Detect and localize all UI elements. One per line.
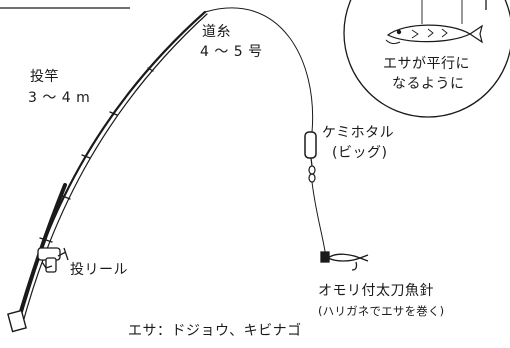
float-size-label: (ビッグ): [332, 145, 388, 161]
float-label: ケミホタル: [322, 125, 395, 141]
inset-line1-label: エサが平行に: [383, 56, 470, 72]
rod-label: 投竿: [30, 69, 59, 85]
rod-length-label: 3 ～ 4 m: [28, 90, 91, 106]
line-size-label: 4 ～ 5 号: [200, 44, 263, 60]
bait-label: エサ：ドジョウ、キビナゴ: [128, 323, 302, 339]
fish-icon: [386, 24, 483, 44]
spinning-reel-icon: [37, 247, 69, 273]
swivel-icon: [308, 157, 316, 183]
hook-label: オモリ付太刀魚針: [318, 283, 434, 299]
inset-detail: [343, 0, 510, 118]
hook-note-label: (ハリガネでエサを巻く): [318, 304, 445, 318]
line-label: 道糸: [202, 24, 231, 40]
main-line: [204, 7, 314, 133]
glow-stick-float-icon: [304, 131, 317, 159]
leader-wire: [311, 181, 327, 259]
fishing-rod-icon: [7, 10, 208, 333]
hook-with-bait-icon: [320, 251, 369, 271]
inset-line2-label: なるように: [392, 76, 465, 92]
reel-label: 投リール: [70, 262, 128, 278]
